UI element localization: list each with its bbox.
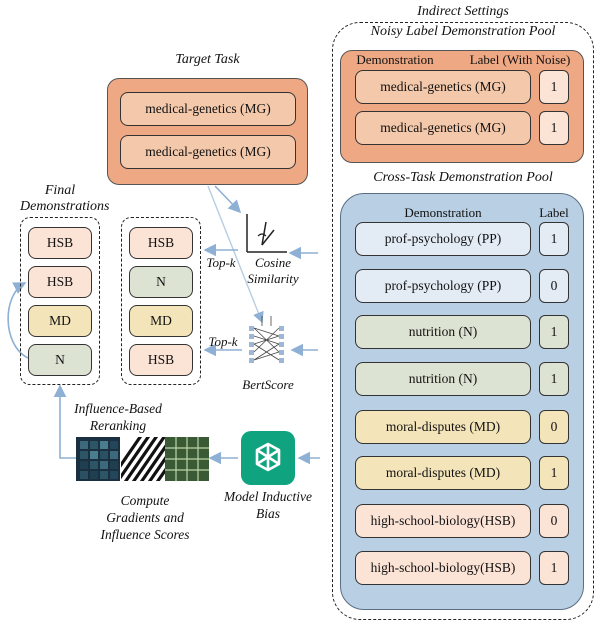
cross-label-cell: 1: [539, 315, 569, 349]
gradient-dark-squares: [76, 437, 120, 481]
cross-demo-cell: high-school-biology(HSB): [355, 551, 531, 585]
cross-demo-header: Demonstration: [404, 205, 482, 220]
cross-demo-cell: nutrition (N): [355, 315, 531, 349]
arrow-gradients-to-final: [53, 384, 76, 459]
target-item: medical-genetics (MG): [120, 92, 296, 126]
compute-gradients-label: Compute Gradients and Influence Scores: [70, 492, 220, 543]
cosine-line2: Similarity: [247, 271, 299, 286]
model-inductive-bias-label: Model Inductive Bias: [210, 488, 326, 522]
cross-label-header: Label: [539, 205, 569, 220]
indirect-settings-title: Indirect Settings: [417, 4, 509, 19]
final-title-line1: Final: [44, 183, 76, 198]
cosine-similarity-label: Cosine Similarity: [238, 255, 308, 287]
candidate-item: HSB: [129, 344, 193, 376]
target-task-title: Target Task: [175, 52, 240, 67]
cross-label-cell: 1: [539, 362, 569, 396]
chatgpt-logo-icon: [241, 431, 295, 485]
arrow-target-to-cosine: [214, 185, 242, 214]
noisy-demo-cell: medical-genetics (MG): [355, 111, 531, 145]
final-item: HSB: [28, 227, 92, 259]
candidate-demonstrations-box: [121, 217, 201, 385]
compute-line2: Gradients and: [106, 510, 184, 525]
gradient-striped-square: [121, 437, 165, 481]
noisy-label-cell: 1: [539, 111, 569, 145]
bertscore-label: BertScore: [242, 377, 294, 392]
candidate-item: MD: [129, 305, 193, 337]
topk-label-cosine: Top-k: [206, 255, 236, 270]
compute-line3: Influence Scores: [100, 527, 190, 542]
final-demonstrations-title: Final Demonstrations: [20, 183, 110, 215]
bertscore-icon: [249, 316, 284, 363]
final-item: HSB: [28, 266, 92, 298]
final-item: N: [28, 344, 92, 376]
cross-demo-cell: moral-disputes (MD): [355, 456, 531, 490]
influence-line1: Influence-Based: [74, 401, 162, 416]
cross-demo-cell: prof-psychology (PP): [355, 222, 531, 256]
candidate-item: HSB: [129, 227, 193, 259]
cross-label-cell: 0: [539, 410, 569, 444]
cross-label-cell: 0: [539, 269, 569, 303]
model-line1: Model Inductive: [223, 489, 313, 504]
arrow-target-to-bertscore: [207, 185, 264, 324]
topk-label-bertscore: Top-k: [208, 334, 238, 349]
final-item: MD: [28, 305, 92, 337]
cross-demo-cell: moral-disputes (MD): [355, 410, 531, 444]
gradient-green-grid: [165, 437, 209, 481]
compute-line1: Compute: [120, 493, 170, 508]
cross-label-cell: 1: [539, 551, 569, 585]
model-line2: Bias: [255, 506, 280, 521]
influence-line2: Reranking: [89, 418, 147, 433]
target-item: medical-genetics (MG): [120, 135, 296, 169]
cross-label-cell: 0: [539, 504, 569, 538]
noisy-pool-title: Noisy Label Demonstration Pool: [370, 24, 556, 39]
indirect-settings-container: [332, 22, 594, 620]
noisy-label-cell: 1: [539, 70, 569, 104]
noisy-demo-cell: medical-genetics (MG): [355, 70, 531, 104]
candidate-item: N: [129, 266, 193, 298]
cross-demo-cell: prof-psychology (PP): [355, 269, 531, 303]
cross-demo-cell: high-school-biology(HSB): [355, 504, 531, 538]
cross-label-cell: 1: [539, 456, 569, 490]
cosine-similarity-icon: [246, 214, 287, 253]
noisy-label-header: Label (With Noise): [469, 52, 571, 67]
cross-demo-cell: nutrition (N): [355, 362, 531, 396]
cosine-line1: Cosine: [254, 255, 292, 270]
cross-pool-panel: [340, 193, 584, 610]
noisy-demo-header: Demonstration: [356, 52, 434, 67]
cross-pool-title: Cross-Task Demonstration Pool: [373, 170, 553, 185]
final-title-line2: Demonstrations: [20, 199, 110, 214]
influence-reranking-label: Influence-Based Reranking: [58, 400, 178, 434]
cross-label-cell: 1: [539, 222, 569, 256]
final-demonstrations-box: [20, 217, 100, 385]
